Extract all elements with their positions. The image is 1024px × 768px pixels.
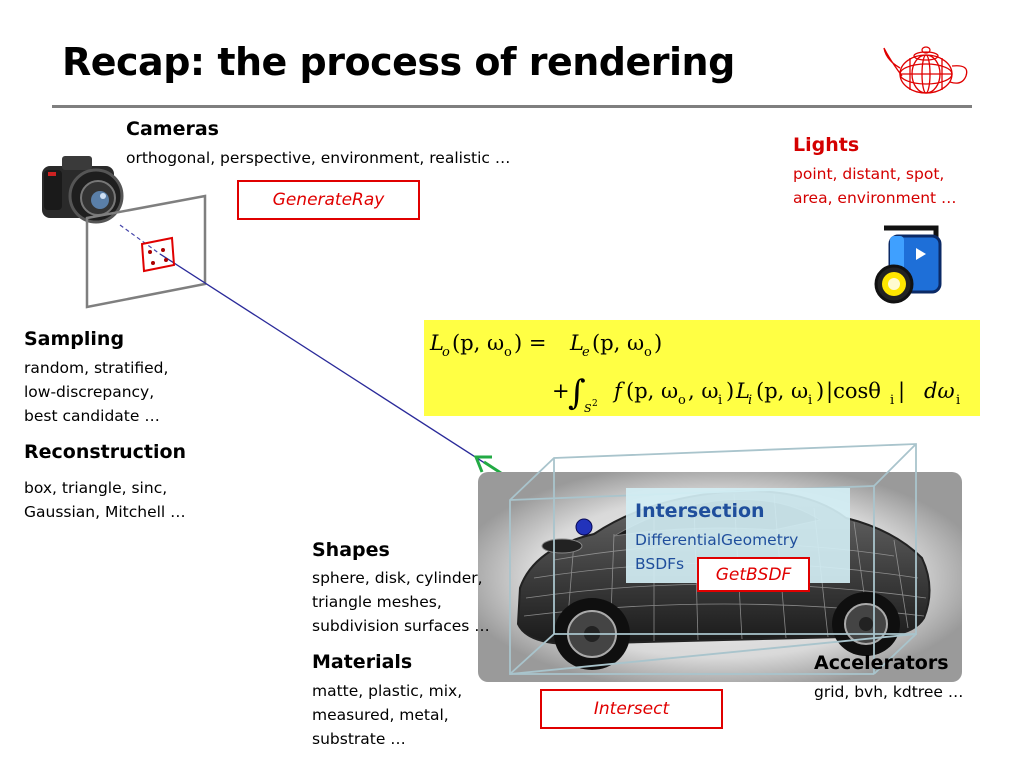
eq-le: L xyxy=(569,331,584,355)
sample-dot xyxy=(151,261,155,265)
lights-detail-line1: point, distant, spot, xyxy=(793,165,945,183)
camera-icon xyxy=(42,156,124,224)
sampling-heading: Sampling xyxy=(24,328,125,350)
eq-f: f xyxy=(612,379,625,403)
sample-dot xyxy=(148,250,152,254)
svg-text:2: 2 xyxy=(592,399,598,409)
reconstruction-line: box, triangle, sinc, xyxy=(24,479,168,497)
shapes-line: subdivision surfaces … xyxy=(312,617,490,635)
reconstruction-line: Gaussian, Mitchell … xyxy=(24,503,186,521)
svg-text:, ω: , ω xyxy=(688,379,718,403)
sampling-line: random, stratified, xyxy=(24,359,169,377)
eq-d: dω xyxy=(924,379,955,403)
svg-text:o: o xyxy=(442,345,450,360)
ray-hidden xyxy=(119,224,161,255)
svg-text:|: | xyxy=(898,379,905,404)
sampling-line: best candidate … xyxy=(24,407,160,425)
spotlight-icon xyxy=(874,225,942,304)
rendering-equation: L o (p, ω o ) = L e (p, ω o ) + ∫ S 2 f … xyxy=(424,320,980,416)
intersection-line: BSDFs xyxy=(635,555,685,573)
shapes-line: sphere, disk, cylinder, xyxy=(312,569,483,587)
image-plane xyxy=(85,194,207,309)
materials-line: substrate … xyxy=(312,730,406,748)
intersection-heading: Intersection xyxy=(635,500,765,522)
svg-text:o: o xyxy=(644,345,652,360)
shapes-line: triangle meshes, xyxy=(312,593,442,611)
svg-text:o: o xyxy=(678,393,686,408)
accelerators-heading: Accelerators xyxy=(814,652,949,674)
svg-text:i: i xyxy=(808,393,812,408)
svg-text:): ) xyxy=(726,379,734,403)
getbsdf-box: GetBSDF xyxy=(697,557,810,592)
svg-text:o: o xyxy=(504,345,512,360)
svg-text:): ) xyxy=(816,379,824,403)
svg-text:i: i xyxy=(748,393,752,408)
pixel-sample-box xyxy=(140,236,176,273)
lights-detail-line2: area, environment … xyxy=(793,189,957,207)
svg-text:) =: ) = xyxy=(514,331,546,355)
svg-text:S: S xyxy=(584,402,592,415)
materials-line: measured, metal, xyxy=(312,706,449,724)
materials-line: matte, plastic, mix, xyxy=(312,682,463,700)
sampling-line: low-discrepancy, xyxy=(24,383,155,401)
eq-plus: + xyxy=(552,379,570,403)
svg-text:i: i xyxy=(890,393,894,408)
lights-heading: Lights xyxy=(793,134,860,156)
intersect-box: Intersect xyxy=(540,689,723,729)
svg-text:(p, ω: (p, ω xyxy=(756,379,808,403)
slide-title: Recap: the process of rendering xyxy=(62,40,735,84)
svg-text:): ) xyxy=(654,331,662,355)
eq-li: L xyxy=(735,379,750,403)
cameras-detail: orthogonal, perspective, environment, re… xyxy=(126,149,511,167)
sample-dot xyxy=(161,248,165,252)
svg-text:(p, ω: (p, ω xyxy=(626,379,678,403)
cameras-heading: Cameras xyxy=(126,118,219,140)
sample-dot xyxy=(164,258,168,262)
normal-arrowhead xyxy=(473,455,492,473)
reconstruction-heading: Reconstruction xyxy=(24,441,187,463)
eq-cos: |cosθ xyxy=(826,379,881,404)
eq-lo: L xyxy=(429,331,444,355)
eq-integral: ∫ xyxy=(568,373,586,413)
shapes-heading: Shapes xyxy=(312,539,390,561)
svg-text:(p, ω: (p, ω xyxy=(452,331,504,355)
teapot-wireframe-icon xyxy=(883,46,968,94)
generateray-box: GenerateRay xyxy=(237,180,420,220)
svg-text:(p, ω: (p, ω xyxy=(592,331,644,355)
svg-text:e: e xyxy=(582,345,590,360)
materials-heading: Materials xyxy=(312,651,413,673)
svg-text:i: i xyxy=(956,393,960,408)
accelerators-detail: grid, bvh, kdtree … xyxy=(814,683,964,701)
hit-point xyxy=(575,518,593,536)
svg-text:i: i xyxy=(718,393,722,408)
title-divider xyxy=(52,105,972,108)
wheel xyxy=(832,592,900,656)
intersection-line: DifferentialGeometry xyxy=(635,531,799,549)
